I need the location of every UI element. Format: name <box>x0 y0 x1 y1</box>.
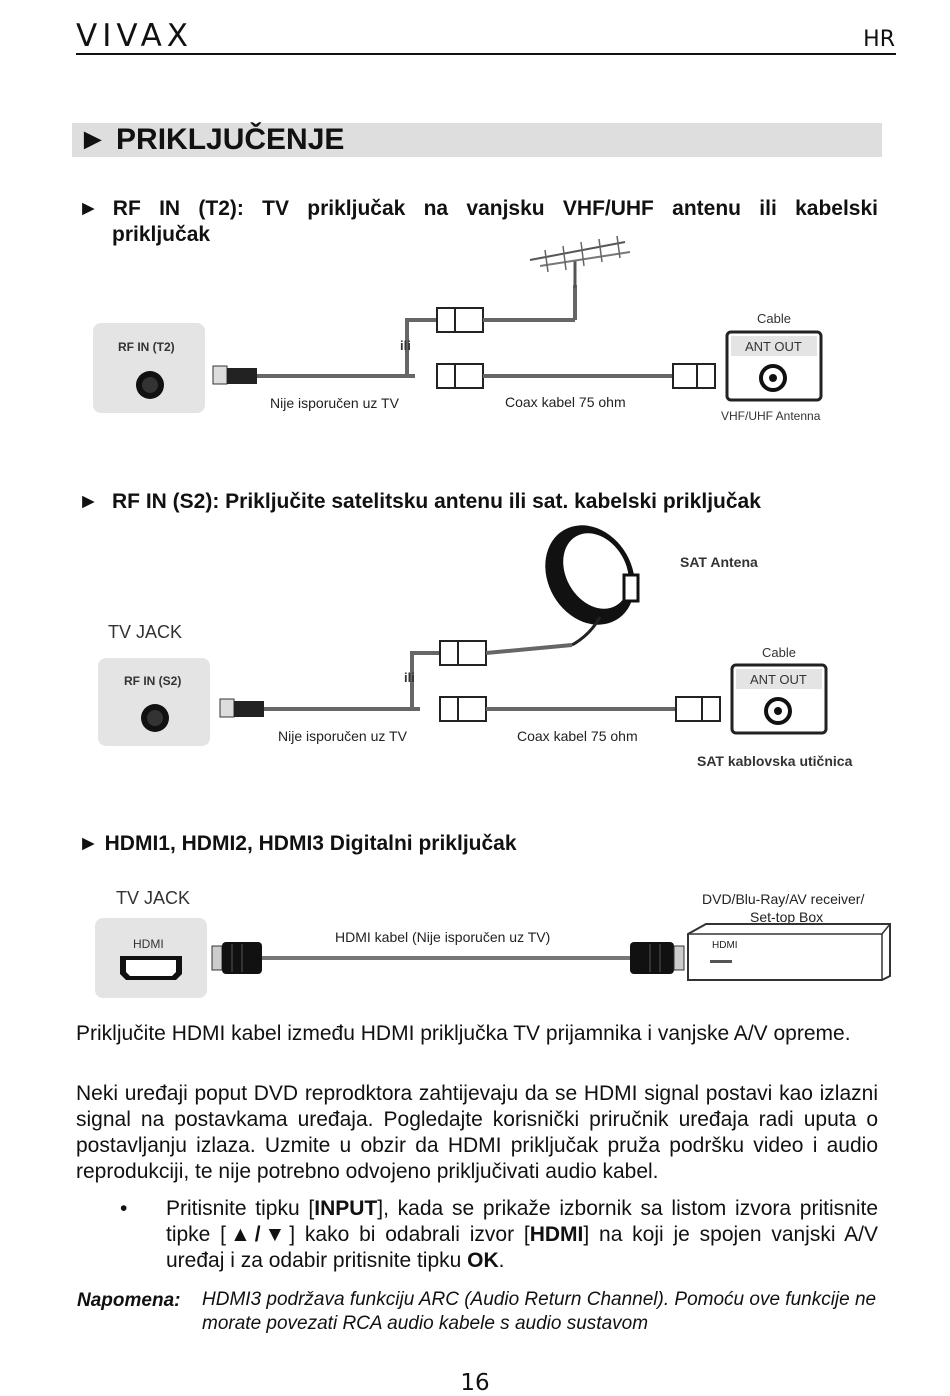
rf-s2-coax-label: Coax kabel 75 ohm <box>517 728 638 744</box>
hdmi-plug-right-icon <box>630 942 685 974</box>
note-text: HDMI3 podržava funkciju ARC (Audio Retur… <box>202 1289 877 1334</box>
arrow-keys-label: ▲/▼ <box>226 1223 290 1246</box>
rf-t2-ant-out-label: ANT OUT <box>745 339 802 354</box>
sat-antenna-label: SAT Antena <box>680 554 758 570</box>
rf-t2-connector-lower-icon <box>436 363 484 389</box>
rf-t2-cable-label: Cable <box>757 311 791 326</box>
input-key-label: INPUT <box>314 1197 378 1220</box>
hdmi-port-label: HDMI <box>133 937 164 951</box>
hdmi-tv-jack-label: TV JACK <box>116 888 190 908</box>
rf-s2-title: RF IN (S2): Priključite satelitsku anten… <box>112 490 761 513</box>
rf-t2-coax-label: Coax kabel 75 ohm <box>505 394 626 410</box>
rf-s2-diagram: SAT Antena TV JACK RF IN (S2) ili Cable … <box>98 525 853 769</box>
hdmi-heading: ► HDMI1, HDMI2, HDMI3 Digitalni priključ… <box>78 832 517 855</box>
vhf-uhf-antenna-icon <box>529 235 631 288</box>
rf-t2-plug-icon <box>212 365 228 385</box>
rf-t2-title-line2: priključak <box>112 223 211 246</box>
device-label-line1: DVD/Blu-Ray/AV receiver/ <box>702 891 864 907</box>
hdmi-paragraph-2: Neki uređaji poput DVD reprodktora zahti… <box>76 1082 878 1183</box>
hdmi-cable-label: HDMI kabel (Nije isporučen uz TV) <box>335 929 550 945</box>
rf-s2-port-label: RF IN (S2) <box>124 674 181 688</box>
rf-t2-or-label: ili <box>400 338 411 353</box>
bullet-symbol: • <box>120 1197 128 1220</box>
rf-s2-heading: ► RF IN (S2): Priključite satelitsku ante… <box>78 489 761 515</box>
set-top-box-icon <box>687 923 891 981</box>
bullet-instruction: Pritisnite tipku [INPUT], kada se prikaž… <box>166 1197 879 1272</box>
rf-t2-port-panel <box>93 323 205 413</box>
hdmi-source-label: HDMI <box>529 1223 584 1246</box>
section-title: ► PRIKLJUČENJE <box>78 123 345 156</box>
hdmi-paragraph-1: Priključite HDMI kabel između HDMI prikl… <box>76 1022 851 1045</box>
rf-t2-connector-upper-icon <box>436 307 484 333</box>
rf-s2-connector-upper-icon <box>439 640 487 666</box>
brand-logo: VIVAX <box>76 18 194 54</box>
rf-s2-connector-wall-icon <box>675 696 721 722</box>
rf-s2-or-label: ili <box>404 670 415 685</box>
rf-t2-title-line1: RF IN (T2): TV priključak na vanjsku VHF… <box>112 197 878 220</box>
rf-t2-diagram: RF IN (T2) ili Cable ANT OUT Nije isporu… <box>93 235 823 423</box>
hdmi-plug-left-icon <box>211 942 262 974</box>
header-divider <box>76 53 896 55</box>
rf-s2-tv-jack-label: TV JACK <box>108 622 182 642</box>
rf-t2-antenna-label: VHF/UHF Antenna <box>721 409 821 423</box>
rf-t2-not-supplied-label: Nije isporučen uz TV <box>270 395 400 411</box>
rf-t2-heading-line1: ► RF IN (T2): TV priključak na vanjsku V… <box>78 196 878 222</box>
device-port-label: HDMI <box>712 940 738 951</box>
sat-outlet-label: SAT kablovska utičnica <box>697 753 853 769</box>
sat-dish-icon <box>545 525 640 647</box>
rf-s2-plug-icon <box>219 698 235 718</box>
rf-s2-ant-out-label: ANT OUT <box>750 672 807 687</box>
ok-key-label: OK <box>467 1249 499 1272</box>
rf-t2-arrow: ► <box>78 197 99 220</box>
page-number: 16 <box>460 1370 490 1396</box>
rf-t2-connector-wall-icon <box>672 363 716 389</box>
rf-s2-cable-label: Cable <box>762 645 796 660</box>
language-code: HR <box>863 27 895 52</box>
note-label: Napomena: <box>77 1290 181 1311</box>
rf-t2-heading: ► RF IN (T2): TV priključak na vanjsku V… <box>78 196 878 248</box>
rf-s2-not-supplied-label: Nije isporučen uz TV <box>278 728 408 744</box>
rf-s2-port-panel <box>98 658 210 746</box>
rf-t2-port-label: RF IN (T2) <box>118 340 175 354</box>
section-title-bar <box>72 123 882 157</box>
rf-s2-arrow: ► <box>78 490 99 513</box>
device-label-line2: Set-top Box <box>750 909 823 925</box>
hdmi-port-icon <box>120 956 182 980</box>
hdmi-diagram: TV JACK HDMI HDMI kabel (Nije isporučen … <box>95 888 891 998</box>
rf-s2-connector-lower-icon <box>439 696 487 722</box>
